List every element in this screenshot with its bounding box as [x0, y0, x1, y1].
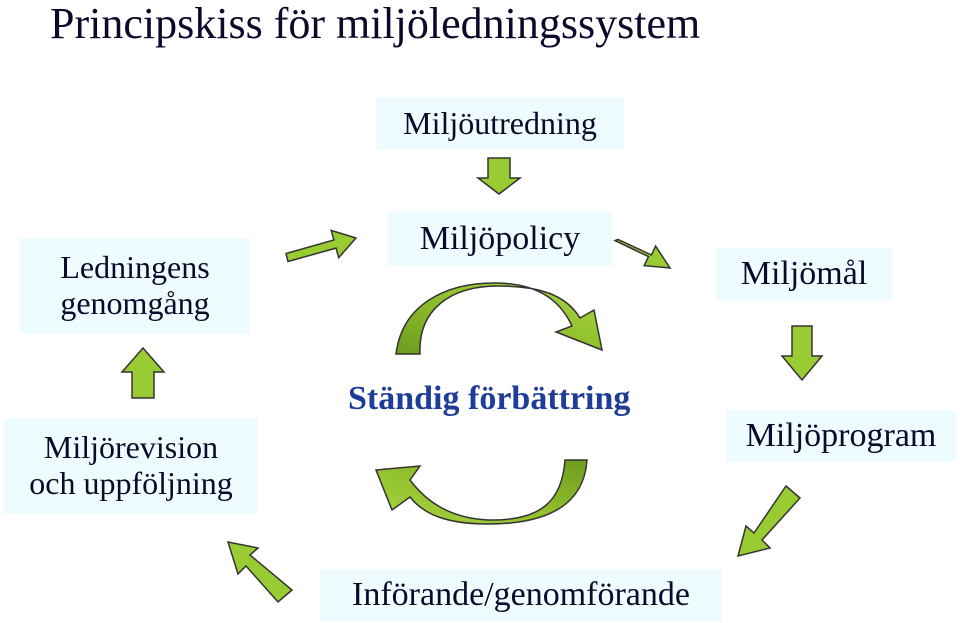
- node-miljoprogram: Miljöprogram: [726, 410, 956, 462]
- node-miljopolicy: Miljöpolicy: [388, 212, 612, 266]
- arrow-program-inforande: [736, 484, 802, 558]
- center-caption: Ständig förbättring: [348, 380, 631, 417]
- node-label-line2: och uppföljning: [29, 465, 233, 501]
- node-label-line1: Miljörevision: [43, 429, 219, 466]
- node-ledningens-genomgang: Ledningens genomgång: [20, 238, 250, 334]
- arrow-inforande-revision: [226, 541, 294, 604]
- curved-arrow-bottom: [374, 459, 588, 525]
- arrow-policy-mal: [613, 238, 672, 269]
- node-label: Miljöutredning: [403, 104, 597, 141]
- node-miljoutredning: Miljöutredning: [376, 97, 624, 149]
- node-label-line2: genomgång: [60, 285, 210, 321]
- node-label: Miljöpolicy: [419, 220, 581, 257]
- arrow-up-revision-ledningens: [120, 346, 166, 399]
- node-label-line1: Ledningens: [60, 249, 210, 286]
- node-label: Införande/genomförande: [352, 576, 690, 613]
- node-inforande: Införande/genomförande: [320, 569, 722, 621]
- arrow-ledningens-policy: [285, 229, 358, 263]
- arrow-down-utredning-policy: [475, 157, 523, 195]
- node-miljomal: Miljömål: [716, 248, 892, 300]
- node-miljorevision: Miljörevision och uppföljning: [4, 418, 258, 514]
- page-title: Principskiss för miljöledningssystem: [50, 0, 701, 48]
- arrow-down-mal-program: [780, 325, 824, 382]
- node-label: Miljöprogram: [745, 417, 937, 454]
- curved-arrow-top: [395, 282, 604, 355]
- node-label: Miljömål: [740, 255, 868, 292]
